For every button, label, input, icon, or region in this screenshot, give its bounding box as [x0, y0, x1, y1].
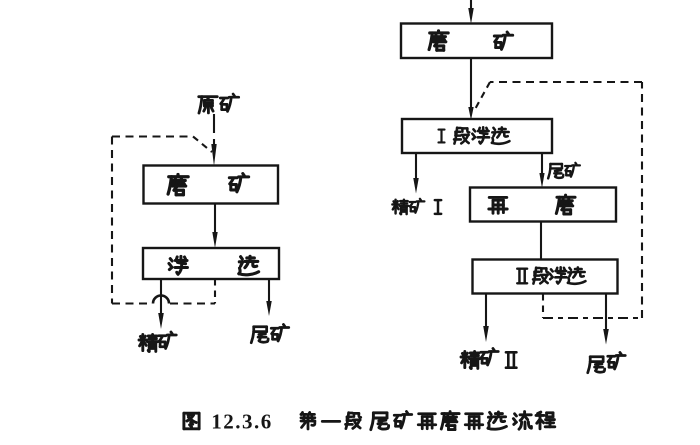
svg-text:12.3.6: 12.3.6: [211, 410, 273, 434]
